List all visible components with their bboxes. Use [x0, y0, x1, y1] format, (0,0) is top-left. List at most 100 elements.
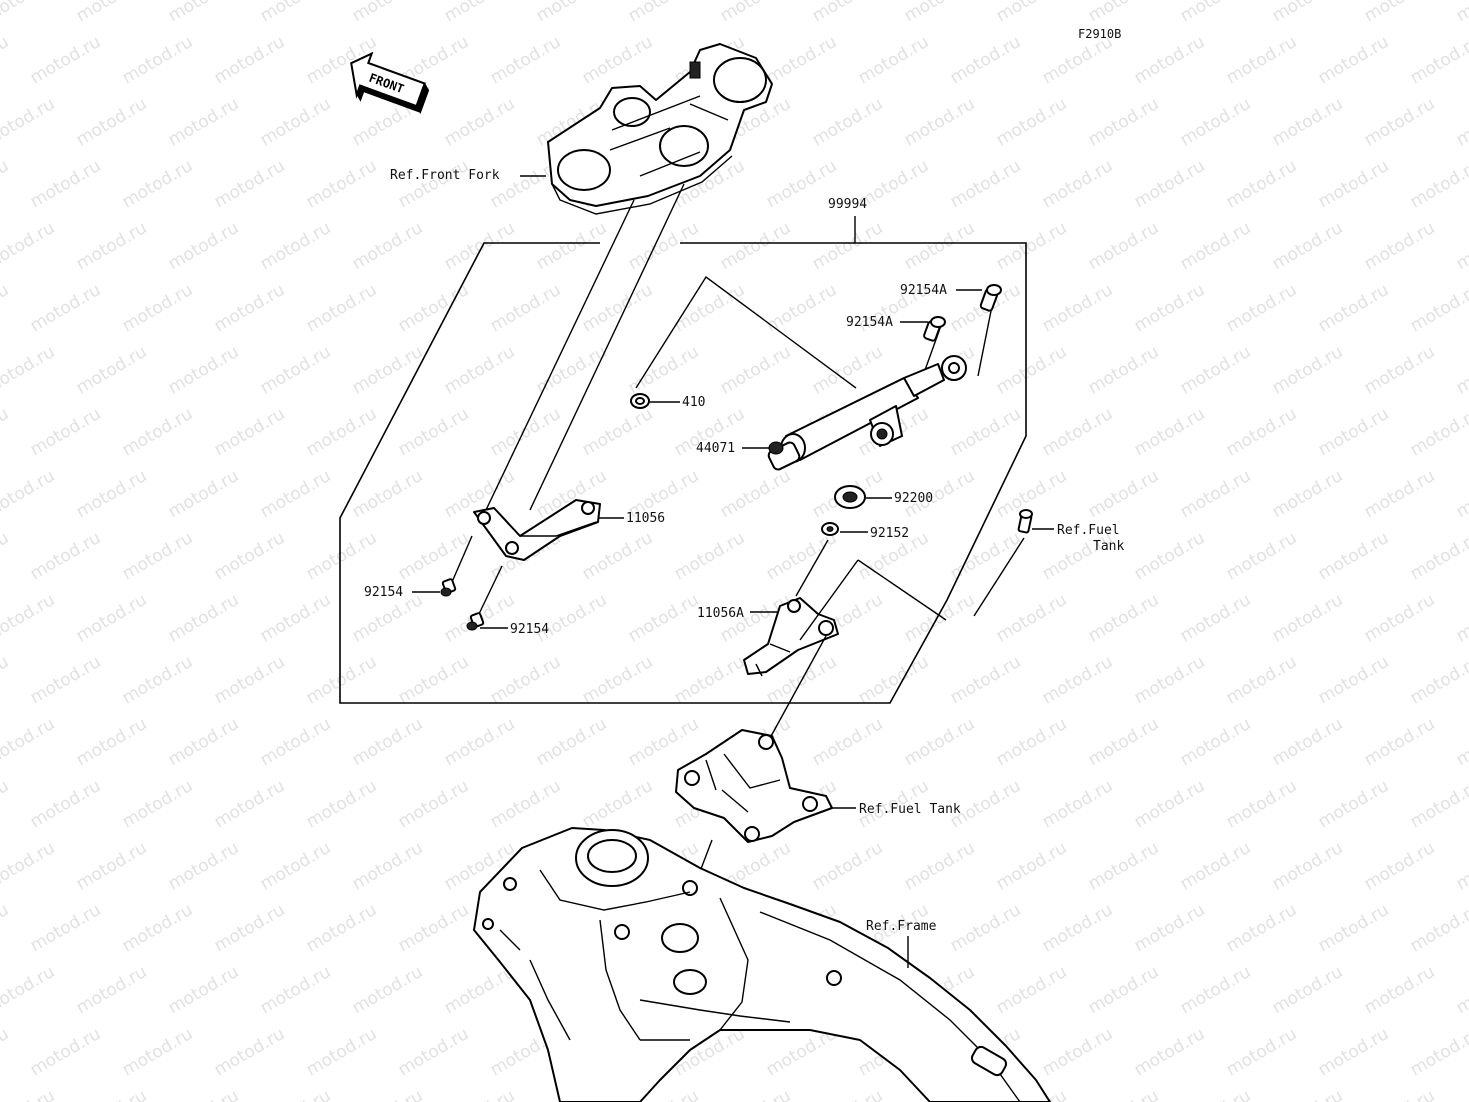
watermark-text: motod.ru	[73, 94, 151, 150]
watermark-text: motod.ru	[487, 652, 565, 708]
label-bolt-a-mid: 92154A	[846, 315, 893, 330]
watermark-text: motod.ru	[165, 962, 243, 1018]
watermark-text: motod.ru	[625, 0, 703, 26]
watermark-text: motod.ru	[73, 838, 151, 894]
watermark-text: motod.ru	[1039, 404, 1117, 460]
label-ref-fuel-tank-small-1: Ref.Fuel	[1057, 523, 1120, 538]
watermark-text: motod.ru	[1453, 714, 1469, 770]
watermark-text: motod.ru	[1453, 218, 1469, 274]
watermark-text: motod.ru	[993, 218, 1071, 274]
watermark-text: motod.ru	[1223, 1024, 1301, 1080]
watermark-text: motod.ru	[1315, 156, 1393, 212]
watermark-text: motod.ru	[717, 0, 795, 26]
watermark-text: motod.ru	[349, 714, 427, 770]
watermark-text: motod.ru	[855, 652, 933, 708]
watermark-text: motod.ru	[441, 714, 519, 770]
watermark-text: motod.ru	[257, 466, 335, 522]
watermark-text: motod.ru	[1361, 342, 1439, 398]
watermark-text: motod.ru	[395, 1024, 473, 1080]
watermark-text: motod.ru	[0, 776, 12, 832]
watermark-text: motod.ru	[901, 714, 979, 770]
watermark-text: motod.ru	[1361, 714, 1439, 770]
watermark-text: motod.ru	[0, 1086, 58, 1102]
watermark-text: motod.ru	[27, 528, 105, 584]
watermark-text: motod.ru	[395, 404, 473, 460]
watermark-text: motod.ru	[1039, 652, 1117, 708]
watermark-text: motod.ru	[1085, 466, 1163, 522]
watermark-text: motod.ru	[349, 218, 427, 274]
watermark-text: motod.ru	[1223, 404, 1301, 460]
watermark-text: motod.ru	[1039, 156, 1117, 212]
watermark-text: motod.ru	[1361, 1086, 1439, 1102]
watermark-text: motod.ru	[0, 900, 12, 956]
watermark-text: motod.ru	[579, 652, 657, 708]
watermark-text: motod.ru	[579, 528, 657, 584]
watermark-text: motod.ru	[395, 776, 473, 832]
watermark-text: motod.ru	[27, 652, 105, 708]
watermark-text: motod.ru	[809, 0, 887, 26]
watermark-text: motod.ru	[1269, 838, 1347, 894]
watermark-text: motod.ru	[1453, 342, 1469, 398]
watermark-text: motod.ru	[441, 1086, 519, 1102]
watermark-text: motod.ru	[1315, 404, 1393, 460]
watermark-text: motod.ru	[27, 404, 105, 460]
watermark-text: motod.ru	[717, 1086, 795, 1102]
watermark-text: motod.ru	[1407, 652, 1469, 708]
watermark-text: motod.ru	[303, 1024, 381, 1080]
watermark-text: motod.ru	[119, 280, 197, 336]
watermark-text: motod.ru	[27, 32, 105, 88]
watermark-text: motod.ru	[0, 528, 12, 584]
watermark-text: motod.ru	[1177, 342, 1255, 398]
watermark-text: motod.ru	[809, 342, 887, 398]
watermark-text: motod.ru	[211, 652, 289, 708]
watermark-text: motod.ru	[119, 900, 197, 956]
watermark-text: motod.ru	[165, 94, 243, 150]
watermark-text: motod.ru	[0, 590, 58, 646]
watermark-text: motod.ru	[211, 776, 289, 832]
watermark-text: motod.ru	[0, 218, 58, 274]
watermark-text: motod.ru	[1407, 32, 1469, 88]
watermark-text: motod.ru	[165, 838, 243, 894]
watermark-text: motod.ru	[257, 342, 335, 398]
watermark-text: motod.ru	[809, 714, 887, 770]
triple-clamp	[547, 43, 773, 215]
watermark-text: motod.ru	[1361, 466, 1439, 522]
watermark-text: motod.ru	[1085, 94, 1163, 150]
watermark-text: motod.ru	[165, 342, 243, 398]
watermark-text: motod.ru	[349, 838, 427, 894]
label-collar: 92200	[894, 491, 933, 506]
watermark-text: motod.ru	[487, 280, 565, 336]
bolt-ref-fuel-tank	[1017, 509, 1033, 534]
watermark-text: motod.ru	[1269, 1086, 1347, 1102]
label-ref-front-fork: Ref.Front Fork	[390, 168, 500, 183]
watermark-text: motod.ru	[1269, 962, 1347, 1018]
watermark-text: motod.ru	[119, 156, 197, 212]
watermark-text: motod.ru	[1223, 900, 1301, 956]
watermark-text: motod.ru	[1177, 1086, 1255, 1102]
watermark-text: motod.ru	[1315, 32, 1393, 88]
watermark-text: motod.ru	[0, 1024, 12, 1080]
watermark-text: motod.ru	[809, 218, 887, 274]
watermark-text: motod.ru	[901, 218, 979, 274]
watermark-text: motod.ru	[441, 218, 519, 274]
watermark-text: motod.ru	[119, 652, 197, 708]
watermark-text: motod.ru	[165, 466, 243, 522]
watermark-text: motod.ru	[671, 280, 749, 336]
watermark-text: motod.ru	[165, 218, 243, 274]
watermark-text: motod.ru	[211, 156, 289, 212]
watermark-text: motod.ru	[671, 652, 749, 708]
watermark-text: motod.ru	[1315, 776, 1393, 832]
watermark-text: motod.ru	[1361, 94, 1439, 150]
watermark-text: motod.ru	[441, 0, 519, 26]
label-damper: 44071	[696, 441, 735, 456]
label-bolt-a-top: 92154A	[900, 283, 947, 298]
watermark-text: motod.ru	[947, 652, 1025, 708]
watermark-text: motod.ru	[0, 652, 12, 708]
watermark-text: motod.ru	[579, 280, 657, 336]
watermark-text: motod.ru	[625, 590, 703, 646]
bolt-92154a-top	[979, 284, 1002, 312]
watermark-text: motod.ru	[165, 1086, 243, 1102]
watermark-text: motod.ru	[349, 0, 427, 26]
watermark-text: motod.ru	[73, 218, 151, 274]
